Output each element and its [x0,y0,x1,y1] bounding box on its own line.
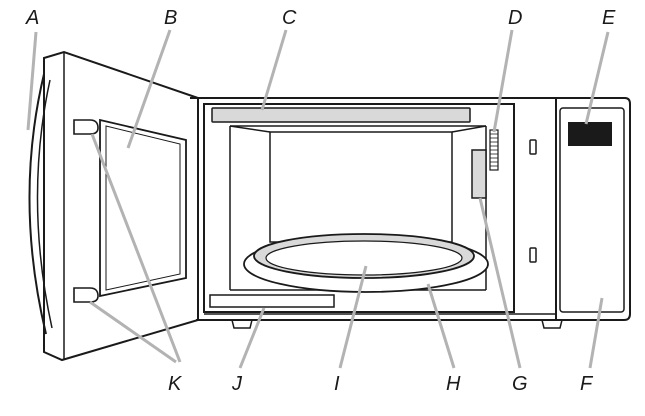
label-b: B [164,7,177,29]
label-e: E [602,7,616,29]
label-d: D [508,7,522,29]
door-handle-part [28,73,47,335]
leader-f [588,297,604,369]
door-window-part [99,118,187,298]
leader-i [338,265,368,369]
leader-b [126,29,172,149]
leader-k-bottom [89,300,177,364]
door-latch-bottom-part [73,287,99,303]
cabinet-feet [231,319,563,329]
leader-c [260,29,288,111]
leader-h [426,283,456,369]
label-a: A [25,7,39,29]
door-assembly [28,50,199,362]
leader-e [584,31,610,125]
door-latch-top-part [73,119,99,135]
door-latch-holes [529,139,537,263]
leader-d [492,29,514,133]
microwave-cabinet [190,97,631,321]
leader-lines [26,29,610,369]
front-bottom-strip-part [209,294,335,308]
leader-k-top [90,133,182,363]
label-i: I [334,373,340,395]
leader-g [478,197,522,369]
leader-a [26,31,38,131]
side-cover-part [471,149,487,199]
label-j: J [231,373,243,395]
leader-j [238,307,266,369]
callout-labels: A B C D E F G H I J K [25,7,616,395]
label-h: H [446,373,461,395]
display-window-part [568,122,612,146]
vent-grille-part [489,129,499,171]
label-k: K [168,373,183,395]
label-c: C [282,7,297,29]
turntable-tray-part [253,233,475,279]
label-g: G [512,373,528,395]
waveguide-cover-part [211,107,471,123]
label-f: F [580,373,594,395]
